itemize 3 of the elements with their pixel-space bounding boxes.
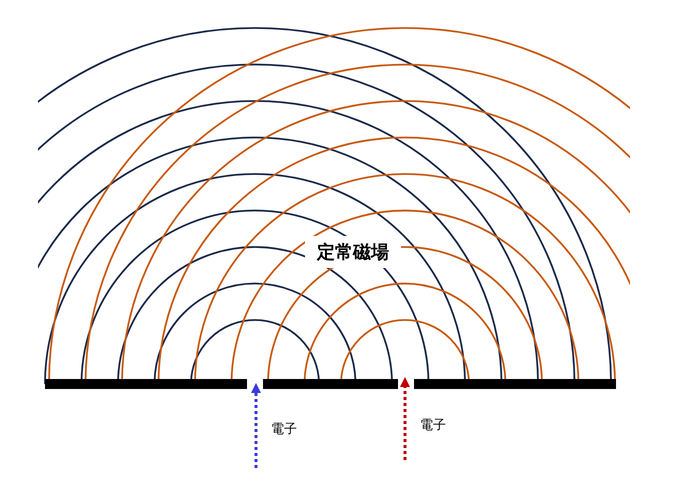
- particle-label: 電子: [420, 417, 446, 434]
- particle-label: 電子: [271, 421, 297, 438]
- field-label: 定常磁場: [305, 236, 401, 268]
